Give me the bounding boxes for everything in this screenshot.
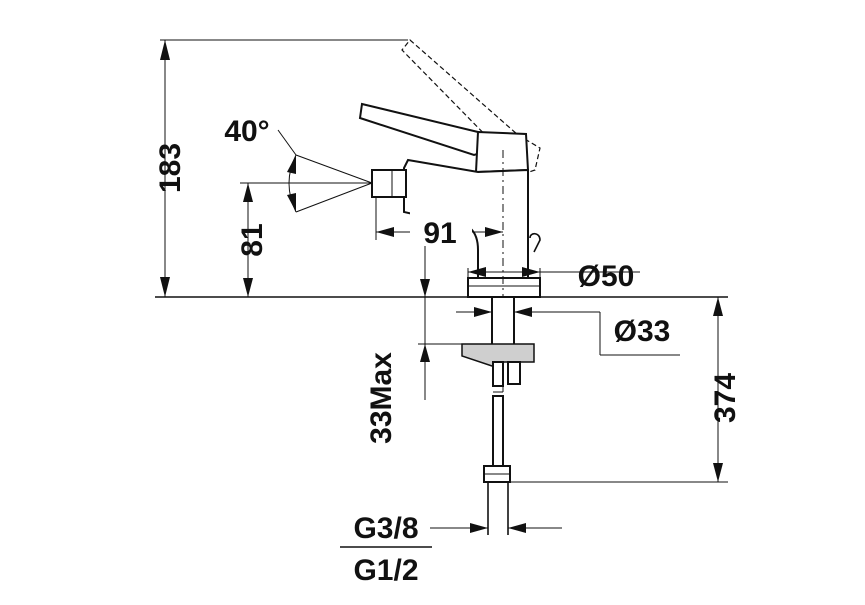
dimension-shank-diameter: Ø33: [456, 307, 680, 356]
dimension-base-diameter: Ø50: [467, 260, 640, 297]
dimension-total-height: 183: [154, 39, 408, 297]
dimension-spout-height: 81: [236, 182, 372, 297]
thread-bottom-label: G1/2: [353, 554, 418, 587]
dimension-hose-length: 374: [510, 297, 742, 483]
spout-angle-label: 40°: [224, 115, 269, 148]
dimension-spout-angle: 40°: [224, 115, 373, 213]
spout-reach-label: 91: [423, 217, 456, 250]
hose-length-label: 374: [709, 373, 742, 423]
mounting-assembly: [461, 296, 535, 535]
base-diameter-label: Ø50: [578, 260, 635, 293]
dimension-spout-reach: 91: [375, 197, 503, 250]
dimension-counter-thickness: 33Max: [365, 246, 462, 444]
spout-height-label: 81: [236, 223, 269, 256]
faucet-body: [358, 39, 541, 298]
total-height-label: 183: [154, 143, 187, 193]
shank-diameter-label: Ø33: [614, 315, 671, 348]
thread-top-label: G3/8: [353, 512, 418, 545]
dimension-thread: G3/8 G1/2: [340, 512, 562, 587]
counter-thickness-label: 33Max: [365, 352, 398, 444]
